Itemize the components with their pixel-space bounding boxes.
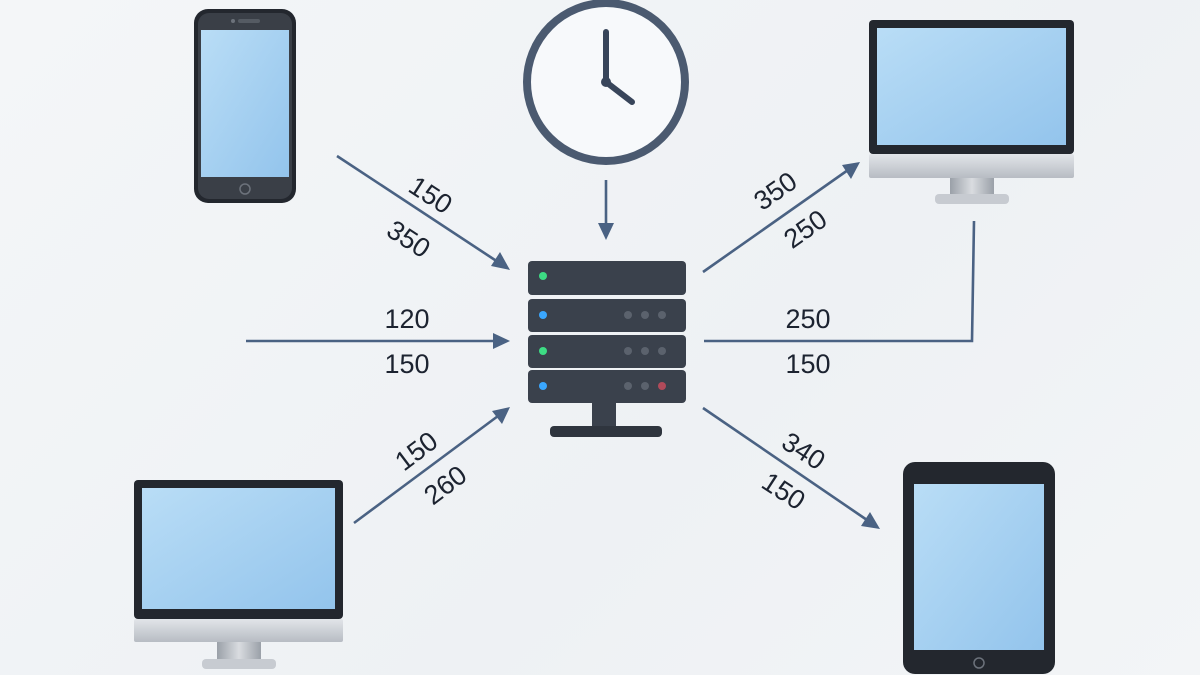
flow-label: 250: [785, 304, 830, 334]
clock-icon: [523, 0, 689, 165]
monitor-icon: [134, 480, 343, 669]
arrow-phone-to-server: [336, 154, 510, 270]
flow-label: 150: [389, 426, 443, 477]
flow-label: 250: [778, 204, 832, 254]
arrow-left-to-server: [246, 333, 510, 349]
flow-label: 350: [381, 214, 435, 264]
server-icon: [528, 261, 686, 437]
arrow-clock-to-server: [598, 180, 614, 240]
flow-label: 150: [756, 466, 810, 516]
flow-label: 340: [776, 426, 830, 476]
arrow-server-to-tablet: [702, 406, 880, 529]
flow-label: 120: [384, 304, 429, 334]
flow-label: 150: [785, 349, 830, 379]
arrow-server-to-monitor: [702, 162, 860, 274]
flow-label: 150: [384, 349, 429, 379]
tablet-icon: [903, 462, 1055, 674]
arrow-monitor-to-server: [353, 407, 510, 525]
flow-label: 260: [418, 460, 472, 511]
smartphone-icon: [194, 9, 296, 203]
flow-label: 150: [403, 170, 457, 220]
arrow-server-to-monitor-elbow: [704, 220, 976, 343]
monitor-icon: [869, 20, 1074, 204]
flow-arrows: [246, 154, 976, 529]
